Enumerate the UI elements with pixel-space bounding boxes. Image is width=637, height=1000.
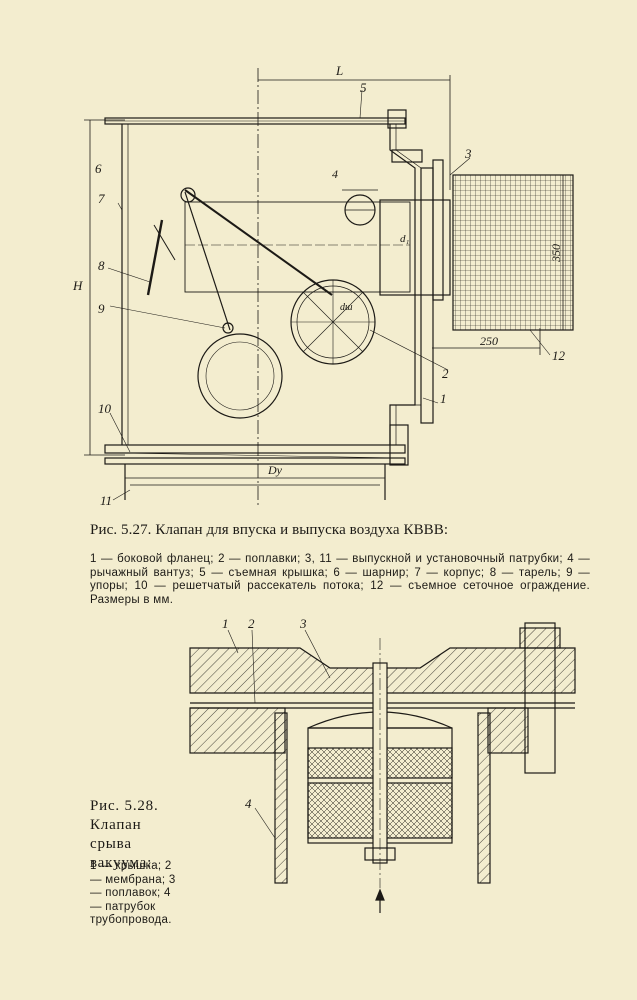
figure-5-27-legend: 1 — боковой фланец; 2 — поплавки; 3, 11 … (90, 553, 590, 606)
label-10: 10 (98, 401, 112, 416)
label-5: 5 (360, 80, 367, 95)
label-1: 1 (440, 391, 447, 406)
dim-250-label: 250 (480, 334, 498, 348)
figure-5-28-legend: 1 — крышка; 2 — мембрана; 3 — поплавок; … (90, 860, 176, 926)
label-11: 11 (100, 493, 112, 508)
figure-5-28-drawing: 1 2 3 4 (189, 616, 576, 913)
label-2: 2 (442, 366, 449, 381)
label-3: 3 (464, 146, 472, 161)
fig2-label-2: 2 (248, 616, 255, 631)
label-7: 7 (98, 191, 105, 206)
figure-5-27-drawing: L H Dy d₁ dш 5 6 7 8 9 10 11 4 3 2 1 12 … (72, 63, 574, 508)
dim-h-label: H (72, 278, 83, 293)
label-6: 6 (95, 161, 102, 176)
label-8: 8 (98, 258, 105, 273)
label-4: 4 (332, 167, 338, 181)
fig2-label-3: 3 (299, 616, 307, 631)
dim-dsh-label: dш (340, 302, 353, 313)
dim-d1-label: d₁ (400, 233, 410, 245)
figure-5-27-caption: Рис. 5.27. Клапан для впуска и выпуска в… (90, 522, 449, 538)
label-12: 12 (552, 348, 566, 363)
fig2-label-1: 1 (222, 616, 229, 631)
dim-dy-label: Dy (267, 463, 283, 477)
fig2-label-4: 4 (245, 796, 252, 811)
label-9: 9 (98, 301, 105, 316)
figure-5-28-caption: Рис. 5.28. Клапан срыва вакуума: (90, 798, 159, 871)
dim-l-label: L (335, 63, 343, 78)
dim-350-label: 350 (549, 244, 563, 263)
